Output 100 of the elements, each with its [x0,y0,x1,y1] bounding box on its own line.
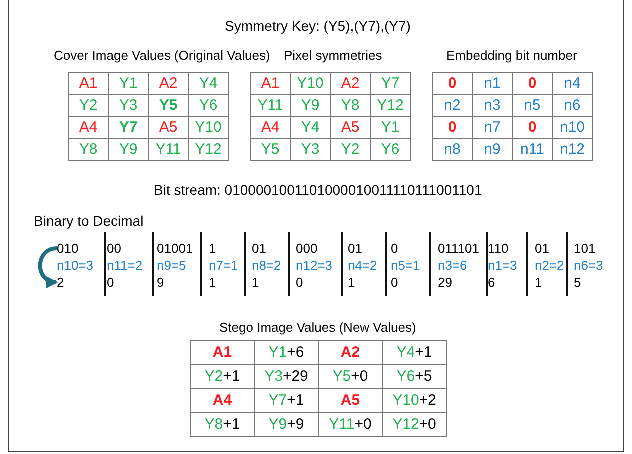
table-cell: n9 [472,138,512,160]
table-cell: Y1 [370,116,410,138]
table-heading: Pixel symmetries [284,48,382,63]
table-cell: Y10 [188,116,228,138]
bit-count: n5=1 [391,258,420,273]
table-cell: n11 [512,138,552,160]
table-cell: Y6 [188,94,228,116]
curved-arrow [38,246,58,288]
table-cell: Y8 [330,94,370,116]
table-cell: Y5 [148,94,188,116]
table-cell: Y9 [108,138,148,160]
table-cell: 0 [512,72,552,94]
table-cell: A2 [330,72,370,94]
decimal-value: 1 [535,275,542,290]
bit-count: n12=3 [296,258,333,273]
table-cell: 0 [432,72,472,94]
bit-count: n9=5 [157,258,186,273]
table-cell: A1 [68,72,108,94]
table-heading: Cover Image Values (Original Values) [54,48,270,63]
decimal-value: 29 [438,275,452,290]
bit-count: n3=6 [438,258,468,273]
table-cell: n12 [552,138,592,160]
table-cell: Y10 [290,72,330,94]
table-cell: Y2+1 [190,364,254,388]
bit-count: n6=3 [574,258,604,273]
decimal-value: 2 [57,275,64,290]
table-cell: Y12+0 [382,412,446,436]
table-cell: Y2 [330,138,370,160]
table-cell: Y3 [290,138,330,160]
binary-value: 01 [252,241,266,256]
table-cell: n10 [552,116,592,138]
table-cell: A2 [148,72,188,94]
table-cell: Y4+1 [382,340,446,364]
table-cell: Y4 [188,72,228,94]
table-cell: n2 [432,94,472,116]
table-cell: n5 [512,94,552,116]
table-cell: n3 [472,94,512,116]
bit-count: n11=2 [107,258,143,273]
table-cell: Y1+6 [254,340,318,364]
bit-count: n4=2 [348,258,378,273]
table-cell: A4 [250,116,290,138]
decimal-value: 6 [488,275,496,290]
table-cell: Y8+1 [190,412,254,436]
table-cell: Y8 [68,138,108,160]
table-cell: Y4 [290,116,330,138]
table-heading: Stego Image Values (New Values) [220,320,416,335]
table-cell: Y6+5 [382,364,446,388]
bit-count: n2=2 [535,258,564,273]
table-cell: 0 [512,116,552,138]
table-cell: A5 [330,116,370,138]
bit-count: n10=3 [57,258,94,273]
table-cell: Y5 [250,138,290,160]
bit-count: n1=3 [488,258,518,273]
table-cell: Y11 [148,138,188,160]
table-cell: A1 [190,340,254,364]
table-cell: A4 [68,116,108,138]
table-cell: Y7 [108,116,148,138]
table-cell: Y1 [108,72,148,94]
table-cell: Y7 [370,72,410,94]
decimal-value: 0 [391,275,398,290]
table-cell: A5 [318,388,382,412]
decimal-value: 0 [107,275,114,290]
table-cell: Y9+9 [254,412,318,436]
table-cell: Y7+1 [254,388,318,412]
table-cell: Y6 [370,138,410,160]
binary-value: 011101 [438,241,480,256]
bit-count: n8=2 [252,258,282,273]
table-cell: n8 [432,138,472,160]
binary-value: 010 [57,241,79,256]
table-cell: Y12 [188,138,228,160]
binary-value: 110 [488,241,509,256]
binary-value: 0 [391,241,398,256]
section-heading: Binary to Decimal [34,213,144,229]
table-cell: 0 [432,116,472,138]
binary-value: 00 [107,241,122,256]
table-cell: Y2 [68,94,108,116]
table-cell: A4 [190,388,254,412]
table-cell: A2 [318,340,382,364]
table-cell: Y9 [290,94,330,116]
table-cell: Y11+0 [318,412,382,436]
decimal-value: 9 [157,275,164,290]
table-cell: n1 [472,72,512,94]
binary-value: 01001 [157,241,194,256]
table-cell: Y3+29 [254,364,318,388]
decimal-value: 1 [348,275,356,290]
table-cell: n6 [552,94,592,116]
binary-value: 000 [296,241,318,256]
binary-value: 101 [574,241,596,256]
table-cell: Y11 [250,94,290,116]
binary-value: 01 [535,241,550,256]
decimal-value: 0 [296,275,304,290]
bit-count: n7=1 [209,258,238,273]
table-cell: Y10+2 [382,388,446,412]
binary-value: 01 [348,241,362,256]
bit-stream-text: Bit stream: 0100001001101000010011110111001101 [154,182,482,198]
table-cell: n7 [472,116,512,138]
decimal-value: 5 [574,275,582,290]
table-cell: A5 [148,116,188,138]
decimal-value: 1 [252,275,260,290]
binary-value: 1 [209,241,216,256]
